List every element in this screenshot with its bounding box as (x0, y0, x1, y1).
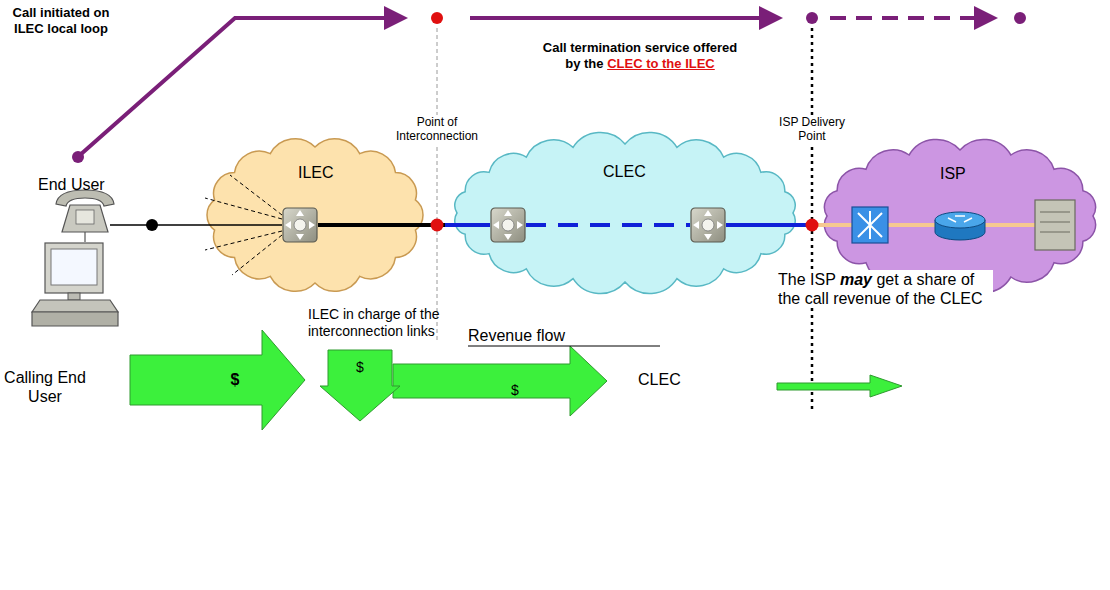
money-sign: $ (511, 382, 519, 399)
money-sign: $ (231, 370, 240, 389)
call-dot (431, 12, 443, 24)
loop-dot (146, 219, 158, 231)
call-dot (72, 151, 84, 163)
text-group: Call termination service offered by the … (465, 40, 815, 71)
delivery-dot (806, 219, 819, 232)
local-loop (110, 224, 282, 225)
section-heading: Revenue flow (468, 326, 565, 345)
call-dot (806, 12, 818, 24)
switch-icon (491, 208, 525, 242)
call-path (470, 16, 775, 20)
party-label: Calling End User (0, 368, 90, 406)
cloud-shape (207, 139, 423, 292)
device-label: End User (38, 175, 105, 194)
note: Call termination service offered (543, 40, 737, 55)
point-label: Point of Interconnection (377, 115, 497, 144)
point-label: ISP Delivery Point (767, 115, 857, 144)
note-emphasis: may (840, 271, 872, 288)
cloud-label: CLEC (603, 162, 646, 181)
interconnection-dot (431, 219, 444, 232)
cloud-label: ISP (940, 164, 966, 183)
trunk-line (526, 223, 690, 227)
call-dot (1014, 12, 1026, 24)
switch-icon (283, 208, 317, 242)
call-path (80, 18, 400, 155)
isp-link (815, 223, 1040, 227)
trunk-line (318, 223, 430, 227)
underline (468, 346, 660, 347)
call-path (830, 16, 990, 20)
note-highlight: CLEC to the ILEC (607, 56, 715, 71)
note: Call initiated on ILEC local loop (5, 5, 117, 36)
guide-line (437, 28, 438, 340)
note: by the (565, 56, 603, 71)
note: ILEC in charge of the interconnection li… (308, 306, 508, 340)
computer (32, 243, 118, 326)
note: The ISP (778, 271, 836, 288)
telephone (56, 190, 114, 232)
handset-cord (84, 232, 85, 242)
revenue-arrow (393, 346, 607, 416)
router-icon (935, 212, 985, 240)
cloud-shape (455, 133, 795, 294)
cloud-label: ILEC (298, 163, 334, 182)
revenue-arrow (777, 375, 902, 397)
money-sign: $ (356, 359, 364, 376)
party-label: CLEC (638, 370, 681, 389)
trunk-line (726, 223, 805, 227)
text-group: The ISP may get a share of the call reve… (778, 270, 993, 308)
trunk-line (445, 223, 490, 227)
server-icon (1035, 200, 1075, 250)
revenue-arrow (320, 350, 400, 421)
access-switch-icon (852, 207, 888, 243)
revenue-arrow (130, 330, 305, 430)
switch-icon (691, 208, 725, 242)
local-lines (205, 175, 282, 275)
